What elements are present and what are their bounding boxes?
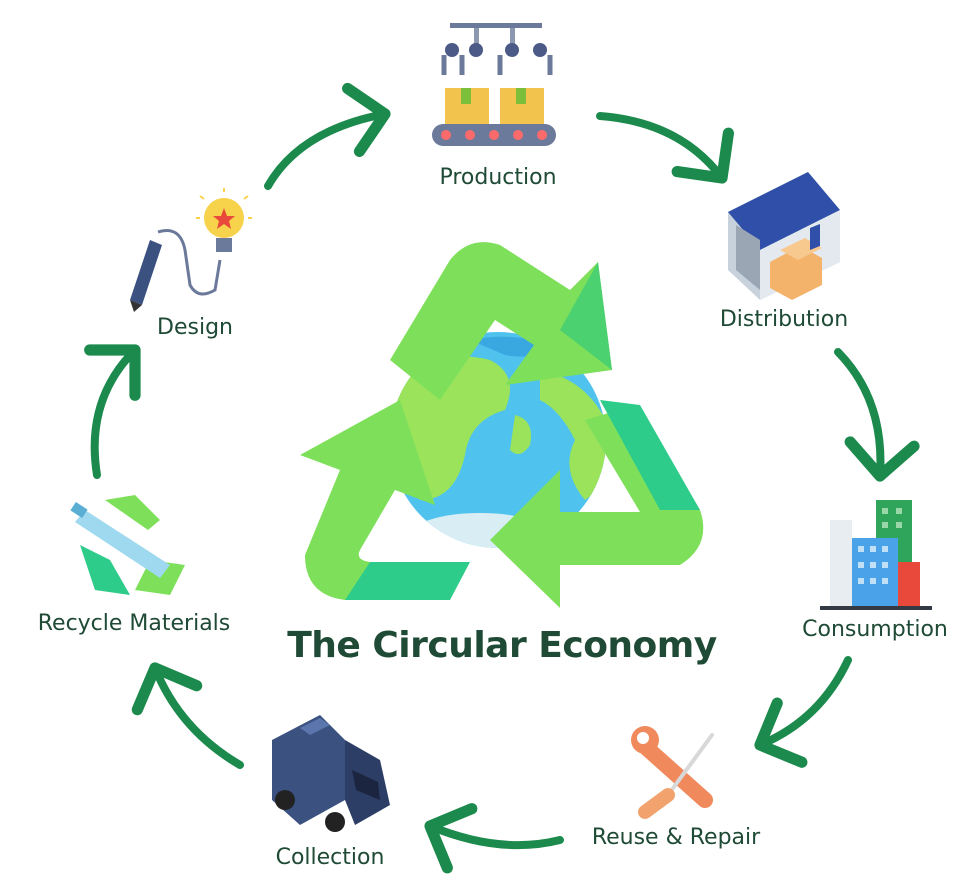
arrow-consumption-to-reuse [754, 656, 852, 768]
conveyor-belt-icon [432, 23, 556, 146]
cycle-arrows [84, 82, 920, 874]
stage-label-distribution: Distribution [719, 307, 849, 332]
stage-label-design: Design [157, 315, 233, 340]
warehouse-icon [728, 172, 840, 300]
diagram-title: The Circular Economy [287, 625, 717, 666]
stage-label-production: Production [439, 165, 557, 190]
arrow-reuse-to-collection [424, 803, 564, 874]
recycle-bottle-icon [70, 495, 185, 595]
truck-icon [272, 715, 390, 832]
arrow-production-to-distribution [596, 112, 734, 184]
wrench-screwdriver-icon [631, 726, 714, 819]
stage-label-consumption: Consumption [802, 617, 948, 642]
lightbulb-pencil-icon [130, 188, 252, 312]
arrow-design-to-production [264, 82, 391, 190]
arrow-distribution-to-consumption [834, 348, 920, 482]
stage-label-recycle-materials: Recycle Materials [37, 611, 231, 636]
stage-label-reuse-repair: Reuse & Repair [591, 825, 761, 850]
arrow-collection-to-recycle [131, 662, 244, 769]
city-buildings-icon [820, 500, 932, 610]
arrow-recycle-to-design [84, 344, 141, 479]
recycle-symbol-icon [300, 242, 704, 608]
stage-label-collection: Collection [275, 845, 385, 870]
